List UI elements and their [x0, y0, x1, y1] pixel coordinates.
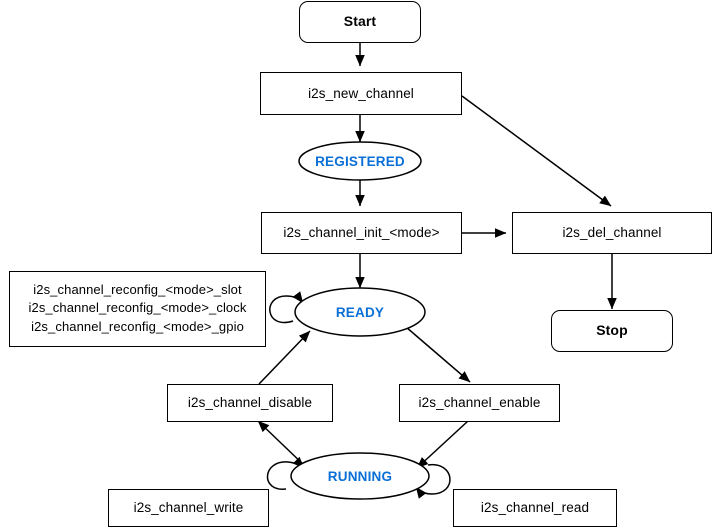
node-i2s-new-channel-label: i2s_new_channel	[308, 85, 414, 101]
state-running-ellipse	[290, 452, 430, 500]
node-i2s-channel-write-label: i2s_channel_write	[133, 500, 244, 516]
reconfig-line-gpio: i2s_channel_reconfig_<mode>_gpio	[31, 318, 244, 334]
reconfig-line-slot: i2s_channel_reconfig_<mode>_slot	[33, 282, 242, 297]
node-i2s-new-channel[interactable]: i2s_new_channel	[260, 72, 462, 115]
node-i2s-channel-read-label: i2s_channel_read	[480, 500, 590, 516]
node-start-label: Start	[343, 13, 377, 30]
node-i2s-channel-reconfig[interactable]: i2s_channel_reconfig_<mode>_slot i2s_cha…	[9, 271, 266, 347]
node-i2s-del-channel[interactable]: i2s_del_channel	[512, 212, 712, 254]
edge-channel-disable-to-ready	[258, 330, 311, 385]
state-ready-ellipse	[294, 287, 426, 337]
edge-new-channel-to-del-channel	[461, 95, 612, 207]
node-i2s-del-channel-label: i2s_del_channel	[562, 225, 662, 241]
state-registered-ellipse	[298, 141, 422, 181]
node-i2s-channel-write[interactable]: i2s_channel_write	[108, 489, 269, 527]
edge-ready-self-loop	[269, 291, 304, 324]
edge-running-self-loop-right	[415, 464, 451, 499]
node-i2s-channel-init-label: i2s_channel_init_<mode>	[283, 225, 440, 241]
edge-running-to-channel-disable	[257, 420, 308, 469]
node-i2s-channel-init[interactable]: i2s_channel_init_<mode>	[261, 212, 462, 254]
node-stop-label: Stop	[596, 322, 628, 339]
node-start[interactable]: Start	[299, 1, 421, 43]
node-i2s-channel-enable[interactable]: i2s_channel_enable	[399, 384, 560, 422]
reconfig-line-clock: i2s_channel_reconfig_<mode>_clock	[28, 300, 247, 316]
edge-channel-enable-to-running	[416, 420, 469, 469]
node-i2s-channel-disable-label: i2s_channel_disable	[187, 395, 313, 411]
edge-ready-to-channel-enable	[405, 326, 471, 383]
node-i2s-channel-disable[interactable]: i2s_channel_disable	[167, 384, 333, 422]
node-i2s-channel-enable-label: i2s_channel_enable	[418, 395, 541, 411]
node-stop[interactable]: Stop	[551, 310, 673, 352]
node-i2s-channel-read[interactable]: i2s_channel_read	[453, 489, 617, 527]
